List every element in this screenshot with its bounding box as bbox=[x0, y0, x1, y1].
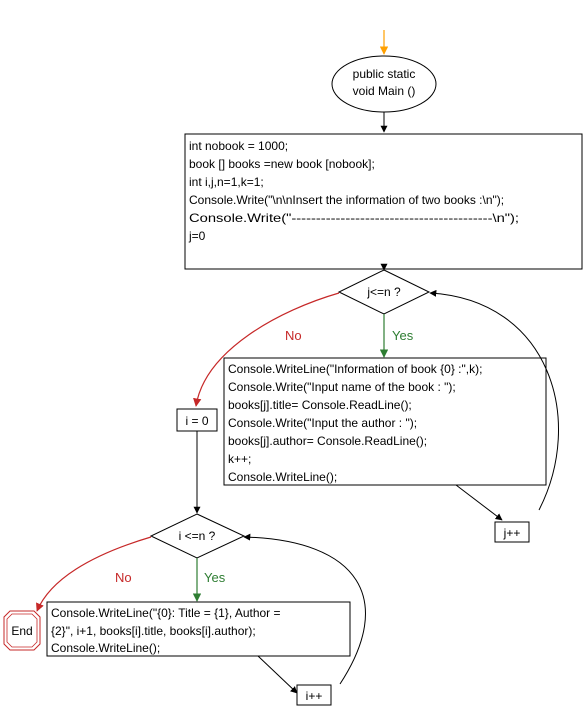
loop-j-line-5: books[j].author= Console.ReadLine(); bbox=[228, 434, 427, 448]
init-line-5: Console.Write("-------------------------… bbox=[189, 211, 519, 225]
edge-loop-i-inc bbox=[257, 655, 298, 694]
loop-j-line-7: Console.WriteLine(); bbox=[228, 470, 337, 484]
assign-i: i = 0 bbox=[176, 408, 218, 432]
inc-j-label: j++ bbox=[503, 526, 521, 540]
loop-i-line-1: Console.WriteLine("{0}: Title = {1}, Aut… bbox=[51, 606, 281, 620]
init-line-1: int nobook = 1000; bbox=[189, 139, 288, 153]
loop-i-line-3: Console.WriteLine(); bbox=[51, 641, 160, 655]
start-line-2: void Main () bbox=[353, 84, 416, 98]
edge-inc-j-back bbox=[429, 289, 559, 511]
loop-body-j: Console.WriteLine("Information of book {… bbox=[223, 357, 547, 486]
label-yes-i: Yes bbox=[204, 570, 226, 585]
label-yes-j: Yes bbox=[392, 328, 414, 343]
edge-decision-i-no bbox=[36, 536, 152, 612]
inc-j: j++ bbox=[494, 521, 530, 543]
end-node: End bbox=[3, 610, 41, 651]
start-line-1: public static bbox=[353, 67, 416, 81]
loop-i-line-2: {2}", i+1, books[i].title, books[i].auth… bbox=[51, 624, 256, 638]
init-line-3: int i,j,n=1,k=1; bbox=[189, 175, 264, 189]
loop-j-line-1: Console.WriteLine("Information of book {… bbox=[228, 362, 482, 376]
label-no-j: No bbox=[285, 328, 302, 343]
decision-i-label: i <=n ? bbox=[179, 529, 216, 543]
init-line-6: j=0 bbox=[188, 229, 206, 243]
edge-inc-i-back bbox=[243, 533, 366, 685]
edge-decision-j-no bbox=[193, 292, 340, 407]
assign-i-label: i = 0 bbox=[185, 414, 208, 428]
loop-j-line-3: books[j].title= Console.ReadLine(); bbox=[228, 398, 412, 412]
end-label: End bbox=[11, 624, 32, 638]
loop-j-line-2: Console.Write("Input name of the book : … bbox=[228, 380, 456, 394]
init-line-2: book [] books =new book [nobook]; bbox=[189, 157, 375, 171]
decision-j: j<=n ? bbox=[337, 269, 431, 315]
init-block: int nobook = 1000; book [] books =new bo… bbox=[184, 133, 583, 270]
decision-i: i <=n ? bbox=[149, 513, 246, 559]
loop-j-line-6: k++; bbox=[228, 452, 251, 466]
inc-i: i++ bbox=[296, 684, 332, 706]
init-line-4: Console.Write("\n\nInsert the informatio… bbox=[189, 193, 504, 207]
start-node: public static void Main () bbox=[331, 55, 437, 113]
edge-loop-j-inc bbox=[455, 484, 503, 521]
loop-body-i: Console.WriteLine("{0}: Title = {1}, Aut… bbox=[46, 601, 351, 657]
label-no-i: No bbox=[115, 570, 132, 585]
loop-j-line-4: Console.Write("Input the author : "); bbox=[228, 416, 417, 430]
inc-i-label: i++ bbox=[306, 689, 323, 703]
decision-j-label: j<=n ? bbox=[366, 285, 401, 299]
